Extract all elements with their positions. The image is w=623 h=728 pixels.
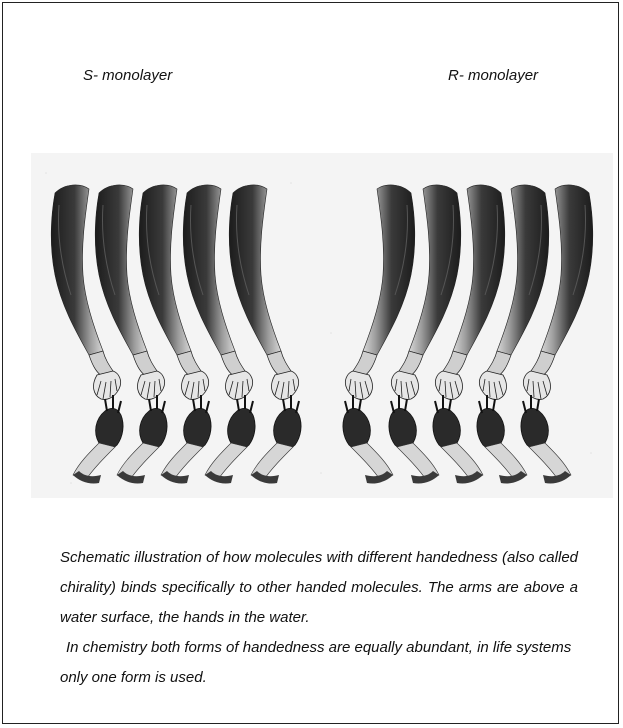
chirality-illustration — [31, 153, 613, 498]
r-monolayer-label: R- monolayer — [448, 67, 538, 84]
figure-caption: Schematic illustration of how molecules … — [60, 543, 578, 693]
caption-paragraph-2: In chemistry both forms of handedness ar… — [60, 633, 578, 693]
caption-paragraph-1: Schematic illustration of how molecules … — [60, 543, 578, 633]
r-monolayer-arms — [343, 185, 593, 484]
s-monolayer-label: S- monolayer — [83, 67, 172, 84]
s-monolayer-arms — [51, 185, 301, 484]
